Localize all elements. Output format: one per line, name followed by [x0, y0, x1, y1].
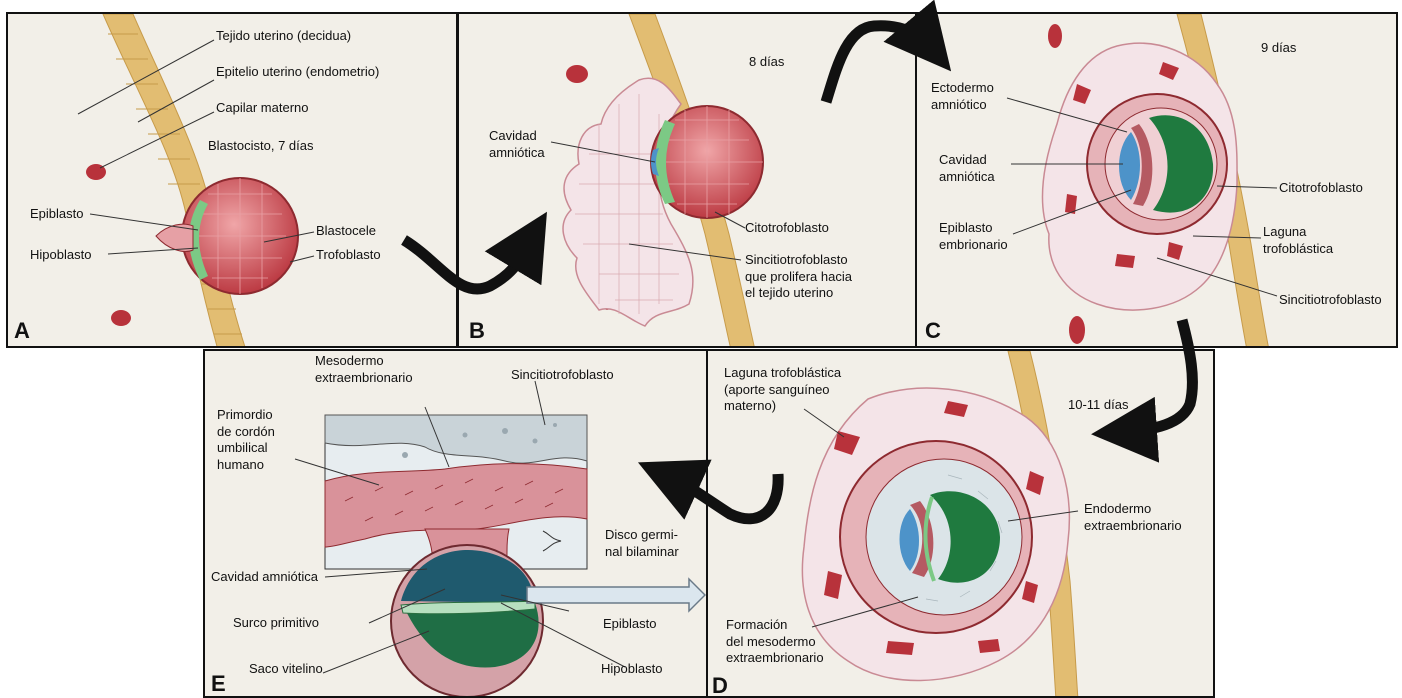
label-ectodermo-amniotico: Ectodermo amniótico [931, 80, 994, 113]
label-mesodermo-extraembrionario: Mesodermo extraembrionario [315, 353, 413, 386]
panel-letter: C [925, 318, 941, 344]
label-epiblasto: Epiblasto [30, 206, 83, 223]
capillary-blood-cell [1069, 316, 1085, 344]
panel-e: Mesodermo extraembrionario Sincitiotrofo… [203, 349, 708, 698]
panel-letter: B [469, 318, 485, 344]
label-cavidad-amniotica: Cavidad amniótica [211, 569, 318, 586]
label-epitelio-uterino: Epitelio uterino (endometrio) [216, 64, 379, 81]
capillary-blood-cell [1048, 24, 1062, 48]
label-laguna-trofoblastica: Laguna trofoblástica [1263, 224, 1333, 257]
label-hipoblasto: Hipoblasto [30, 247, 91, 264]
label-10-11-dias: 10-11 días [1068, 397, 1128, 414]
panel-a: Tejido uterino (decidua) Epitelio uterin… [6, 12, 458, 348]
panel-c: 9 días Ectodermo amniótico Cavidad amnió… [915, 12, 1398, 348]
label-disco-germinal: Disco germi- nal bilaminar [605, 527, 679, 560]
label-capilar-materno: Capilar materno [216, 100, 309, 117]
label-primordio-cordon: Primordio de cordón umbilical humano [217, 407, 275, 474]
panel-e-illustration [205, 351, 708, 698]
panel-d: Laguna trofoblástica (aporte sanguíneo m… [706, 349, 1215, 698]
label-tejido-uterino: Tejido uterino (decidua) [216, 28, 351, 45]
label-laguna-trofoblastica: Laguna trofoblástica (aporte sanguíneo m… [724, 365, 841, 415]
panel-letter: D [712, 673, 728, 698]
disc-direction-arrow [527, 579, 705, 611]
label-sincitiotrofoblasto: Sincitiotrofoblasto [1279, 292, 1382, 309]
label-8-dias: 8 días [749, 54, 784, 71]
label-citotrofoblasto: Citotrofoblasto [745, 220, 829, 237]
label-epiblasto-embrionario: Epiblasto embrionario [939, 220, 1008, 253]
panel-letter: E [211, 671, 226, 697]
capillary-blood-cell [566, 65, 588, 83]
capillary-blood-cell [111, 310, 131, 326]
label-epiblasto: Epiblasto [603, 616, 656, 633]
label-trofoblasto: Trofoblasto [316, 247, 381, 264]
panel-letter: A [14, 318, 30, 344]
label-formacion-mesodermo: Formación del mesodermo extraembrionario [726, 617, 824, 667]
label-cavidad-amniotica: Cavidad amniótica [489, 128, 545, 161]
label-9-dias: 9 días [1261, 40, 1296, 57]
label-hipoblasto: Hipoblasto [601, 661, 662, 678]
label-blastocele: Blastocele [316, 223, 376, 240]
panel-b: 8 días Cavidad amniótica Citotrofoblasto… [457, 12, 917, 348]
label-saco-vitelino: Saco vitelino [249, 661, 323, 678]
label-cavidad-amniotica: Cavidad amniótica [939, 152, 995, 185]
label-surco-primitivo: Surco primitivo [233, 615, 319, 632]
label-sincitiotrofoblasto: Sincitiotrofoblasto [511, 367, 614, 384]
label-citotrofoblasto: Citotrofoblasto [1279, 180, 1363, 197]
label-blastocisto: Blastocisto, 7 días [208, 138, 314, 155]
label-sincitiotrofoblasto: Sincitiotrofoblasto que prolifera hacia … [745, 252, 852, 302]
label-endodermo-extraembrionario: Endodermo extraembrionario [1084, 501, 1182, 534]
